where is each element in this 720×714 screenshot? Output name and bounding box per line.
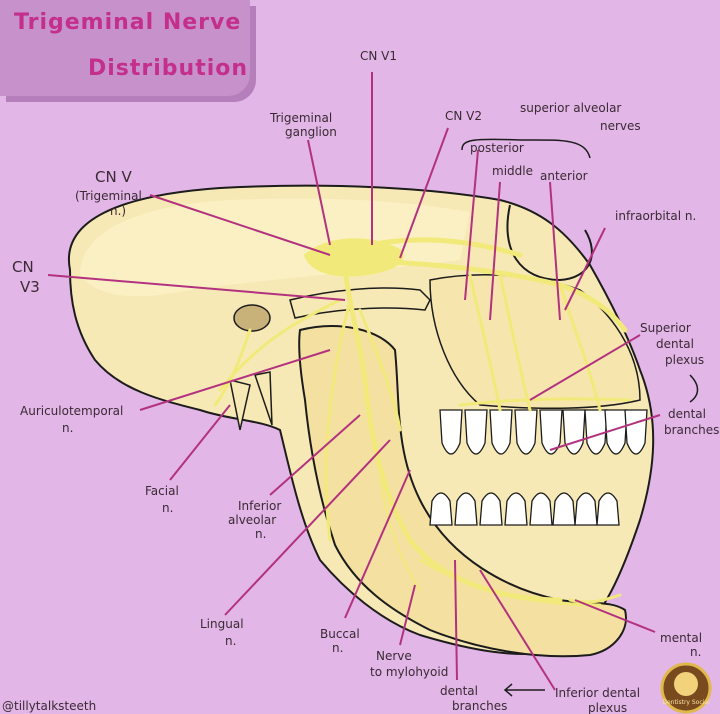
label-dental-branches-upper-2: branches xyxy=(664,423,719,437)
label-cnv3-2: V3 xyxy=(20,278,40,296)
upper-tooth-1 xyxy=(439,409,463,455)
superior-dental-plexus-line xyxy=(458,397,632,407)
nerve-to-mylohyoid-line xyxy=(379,469,421,591)
label-superior-dental-plexus-1: Superior xyxy=(640,321,691,335)
anterior-superior-alveolar-nerve xyxy=(558,283,602,412)
upper-teeth xyxy=(439,409,648,455)
middle-superior-alveolar-nerve xyxy=(498,273,532,412)
svg-text:Dentistry Social: Dentistry Social xyxy=(662,699,710,706)
label-dental-branches-upper-1: dental xyxy=(668,407,706,421)
label-nerve-to-mylohyoid-2: to mylohyoid xyxy=(370,665,448,679)
label-superior-alveolar-1: superior alveolar xyxy=(520,101,621,115)
curved-arrow-upper xyxy=(689,374,699,403)
dentistry-social-logo: Dentistry Social xyxy=(660,662,712,714)
lower-tooth-1 xyxy=(429,492,453,526)
label-inferior-alveolar-1: Inferior xyxy=(238,499,281,513)
label-cnv-2: (Trigeminal xyxy=(75,189,142,203)
lower-tooth-5 xyxy=(529,492,553,526)
nerve-v1 xyxy=(367,237,523,258)
label-auriculotemporal-1: Auriculotemporal xyxy=(20,404,123,418)
upper-tooth-2 xyxy=(464,409,488,455)
label-inferior-dental-plexus-1: Inferior dental xyxy=(555,686,640,700)
mastoid-process xyxy=(229,371,273,431)
label-posterior: posterior xyxy=(470,141,524,155)
lower-tooth-4 xyxy=(504,492,528,526)
label-facial-2: n. xyxy=(162,501,173,515)
label-inferior-alveolar-2: alveolar xyxy=(228,513,276,527)
label-nerve-to-mylohyoid-1: Nerve xyxy=(376,649,412,663)
lower-tooth-3 xyxy=(479,492,503,526)
label-group: CN V1 Trigeminal ganglion CN V2 superior… xyxy=(2,49,719,714)
credit-handle: @tillytalksteeth xyxy=(2,699,96,713)
upper-tooth-6 xyxy=(562,409,586,455)
leader-lines xyxy=(47,72,661,691)
label-buccal-2: n. xyxy=(332,641,343,655)
label-superior-alveolar-2: nerves xyxy=(600,119,641,133)
label-cnv3-1: CN xyxy=(12,258,34,276)
label-cnv1: CN V1 xyxy=(360,49,397,63)
label-inferior-alveolar-3: n. xyxy=(255,527,266,541)
label-mental-2: n. xyxy=(690,645,701,659)
title-line-2: Distribution xyxy=(88,56,249,81)
label-inferior-dental-plexus-2: plexus xyxy=(588,701,627,714)
label-trigeminal-ganglion-1: Trigeminal xyxy=(269,111,332,125)
external-auditory-meatus xyxy=(233,304,271,332)
label-cnv2: CN V2 xyxy=(445,109,482,123)
label-dental-branches-lower-2: branches xyxy=(452,699,507,713)
label-lingual-2: n. xyxy=(225,634,236,648)
label-buccal-1: Buccal xyxy=(320,627,360,641)
facial-nerve-line xyxy=(213,328,252,407)
label-anterior: anterior xyxy=(540,169,588,183)
title-banner xyxy=(0,0,250,96)
label-infraorbital: infraorbital n. xyxy=(615,209,696,223)
title-line-1: Trigeminal Nerve xyxy=(14,10,242,35)
lower-tooth-6 xyxy=(552,492,576,526)
upper-tooth-3 xyxy=(489,409,513,455)
bracket-superior-alveolar xyxy=(461,138,591,159)
label-auriculotemporal-2: n. xyxy=(62,421,73,435)
lower-tooth-2 xyxy=(454,492,478,526)
label-cnv-1: CN V xyxy=(95,168,132,186)
buccal-nerve-line xyxy=(358,308,402,432)
zygomatic-arch xyxy=(289,287,431,319)
nerve-v2 xyxy=(387,259,628,333)
label-dental-branches-lower-1: dental xyxy=(440,684,478,698)
upper-tooth-4 xyxy=(514,409,538,455)
lower-tooth-8 xyxy=(596,492,620,526)
lower-tooth-7 xyxy=(574,492,598,526)
label-superior-dental-plexus-2: dental xyxy=(656,337,694,351)
lower-teeth xyxy=(429,492,620,526)
label-mental-1: mental xyxy=(660,631,702,645)
label-superior-dental-plexus-3: plexus xyxy=(665,353,704,367)
label-cnv-3: n.) xyxy=(110,204,126,218)
label-facial-1: Facial xyxy=(145,484,179,498)
label-middle: middle xyxy=(492,164,533,178)
upper-tooth-7 xyxy=(584,409,608,455)
arrow-dental-branches xyxy=(503,683,545,697)
lingual-nerve-line xyxy=(324,298,352,542)
label-lingual-1: Lingual xyxy=(200,617,244,631)
inferior-dental-plexus-line xyxy=(418,558,602,607)
upper-tooth-8 xyxy=(604,409,628,455)
posterior-superior-alveolar-nerve xyxy=(468,273,502,412)
upper-tooth-5 xyxy=(539,409,563,455)
label-trigeminal-ganglion-2: ganglion xyxy=(285,125,337,139)
